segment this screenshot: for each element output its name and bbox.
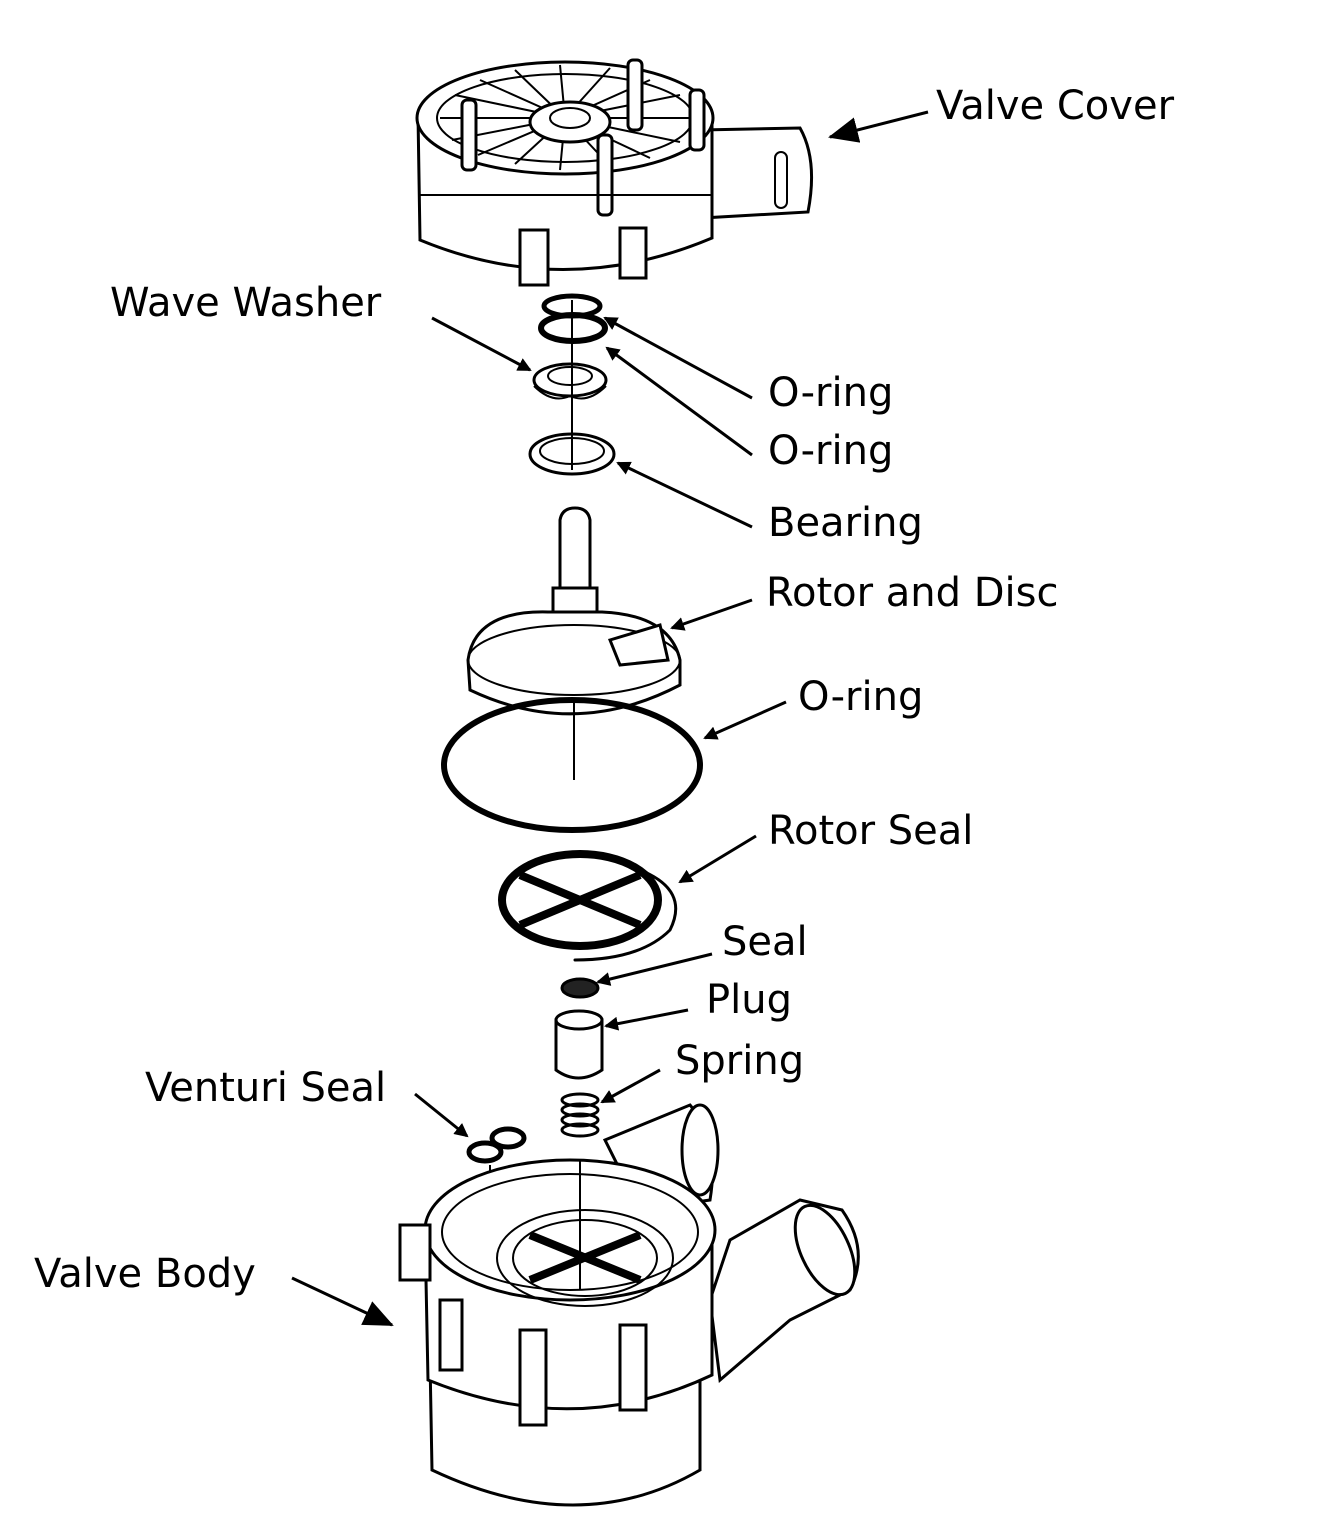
arrow-spring	[600, 1068, 661, 1104]
label-seal: Seal	[722, 919, 808, 965]
rotor-seal-part	[498, 850, 678, 962]
arrow-venturi-seal	[414, 1092, 469, 1138]
label-valve-body: Valve Body	[34, 1251, 256, 1297]
label-o-ring-3: O-ring	[798, 674, 924, 720]
label-rotor-and-disc: Rotor and Disc	[766, 570, 1059, 616]
rotor-and-disc-part	[466, 506, 682, 780]
arrow-bearing	[616, 461, 753, 529]
arrow-rotor-seal	[678, 834, 757, 884]
arrow-o-ring-1	[603, 316, 753, 400]
arrow-wave-washer	[431, 316, 532, 372]
label-bearing: Bearing	[768, 500, 923, 546]
arrow-o-ring-2	[605, 346, 753, 457]
label-spring: Spring	[675, 1038, 805, 1084]
label-rotor-seal: Rotor Seal	[768, 808, 974, 854]
leader-arrows	[291, 110, 929, 1327]
small-stack-parts	[528, 293, 616, 476]
label-o-ring-2: O-ring	[768, 428, 894, 474]
arrow-plug	[604, 1008, 689, 1031]
large-o-ring	[441, 697, 703, 833]
seal-plug-spring-parts	[554, 977, 604, 1138]
label-o-ring-1: O-ring	[768, 370, 894, 416]
label-wave-washer: Wave Washer	[110, 280, 382, 326]
label-plug: Plug	[706, 977, 792, 1023]
arrow-valve-cover	[828, 110, 929, 143]
arrow-valve-body	[291, 1276, 394, 1327]
arrow-seal	[596, 952, 713, 986]
arrow-o-ring-3	[703, 700, 787, 740]
valve-cover-part	[415, 58, 814, 287]
label-valve-cover: Valve Cover	[936, 83, 1175, 129]
arrow-rotor-and-disc	[670, 598, 753, 631]
valve-body-part	[398, 1103, 860, 1507]
label-venturi-seal: Venturi Seal	[145, 1065, 387, 1111]
